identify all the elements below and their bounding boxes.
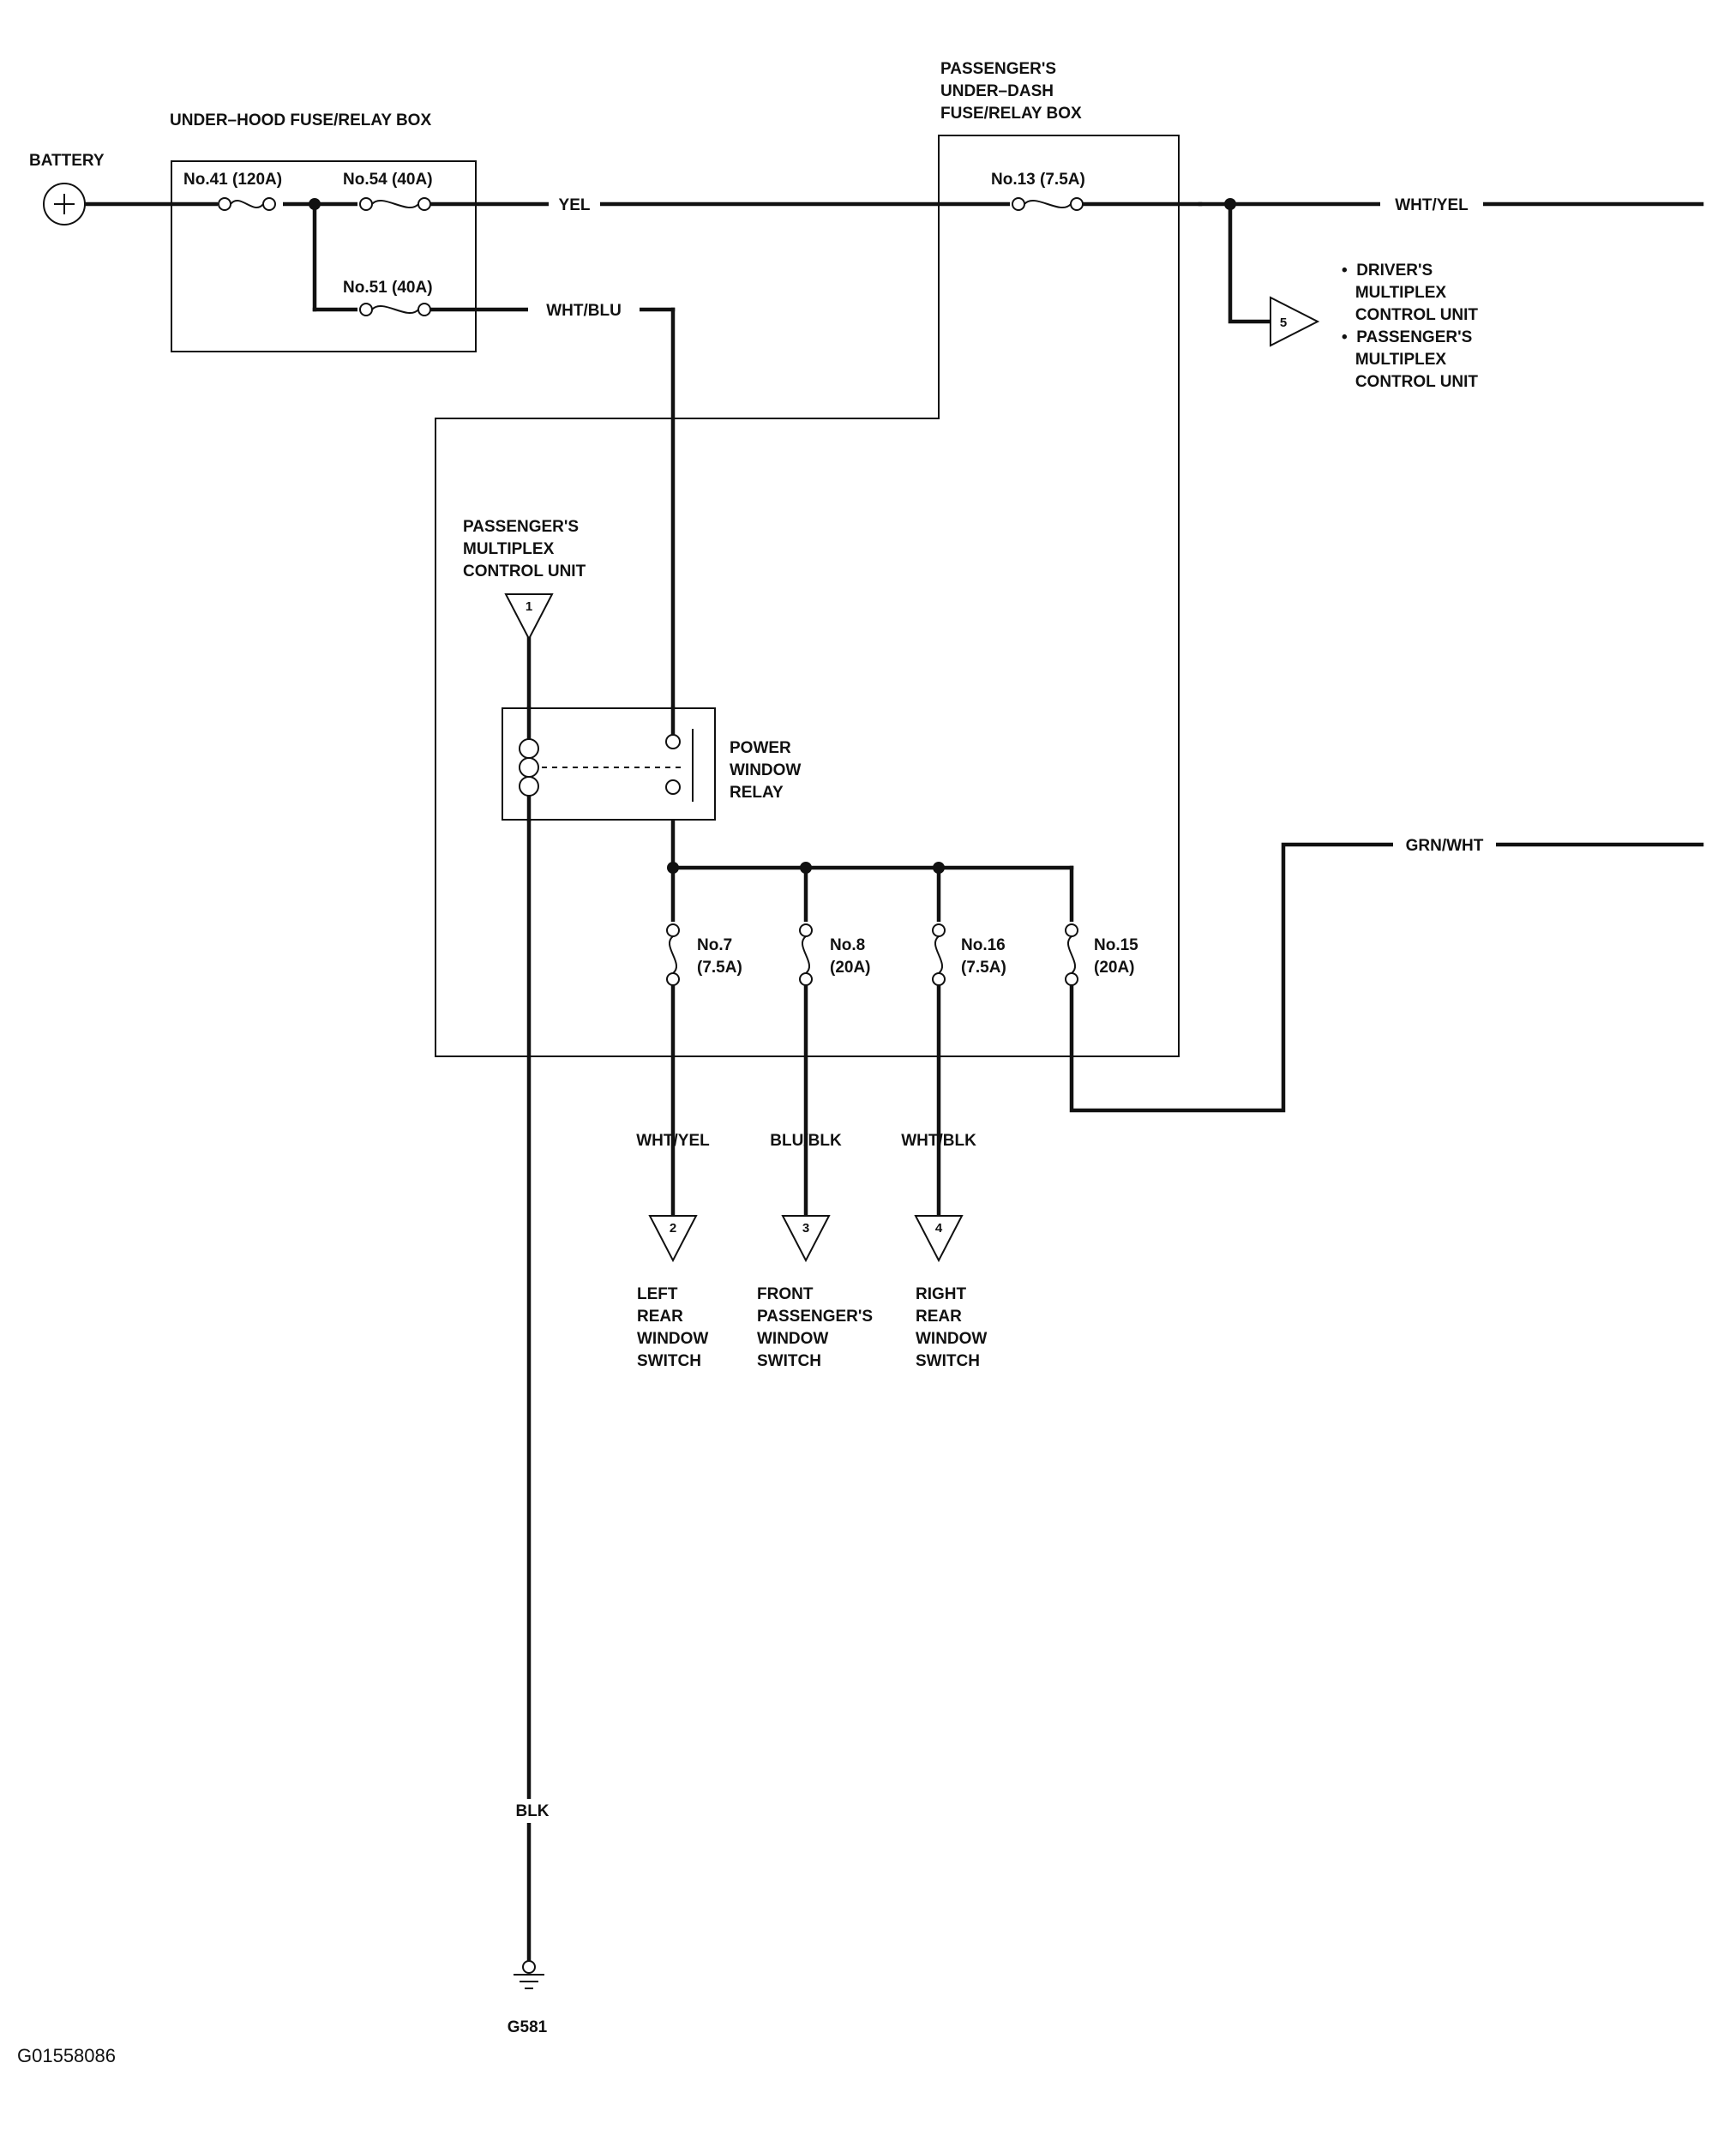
fuse-54-symbol [357, 194, 431, 214]
wire-label-yel: YEL [559, 196, 591, 214]
wire-label-wht-yel-top: WHT/YEL [1395, 196, 1469, 214]
connector-2-number: 2 [670, 1221, 676, 1236]
junction-dot [933, 862, 945, 874]
fuse-41-label: No.41 (120A) [183, 171, 282, 189]
wire-branch-5 [1228, 201, 1273, 324]
connector-1-label: PASSENGER'S MULTIPLEX CONTROL UNIT [463, 518, 586, 580]
junction-dot [309, 198, 321, 210]
connector-5-number: 5 [1280, 316, 1287, 330]
fuse-7-symbol [663, 922, 683, 986]
fuse-16-label: No.16 (7.5A) [961, 936, 1010, 977]
figure-id: G01558086 [17, 2045, 116, 2066]
fuse-51-label: No.51 (40A) [343, 279, 433, 297]
underhood-box-title: UNDER–HOOD FUSE/RELAY BOX [170, 111, 431, 129]
fuse-41-symbol [218, 194, 283, 214]
fuse-8-symbol [796, 922, 816, 986]
connector-1-number: 1 [526, 599, 532, 614]
connector-3: 3 [781, 1215, 831, 1263]
battery-symbol [43, 183, 86, 226]
connector-4-label: RIGHT REAR WINDOW SWITCH [916, 1285, 992, 1370]
ground-symbol [514, 1960, 544, 1989]
junction-dot [800, 862, 812, 874]
fuse-51-symbol [357, 299, 431, 320]
wire-label-wht-blu: WHT/BLU [546, 302, 622, 320]
connector-1: 1 [504, 593, 554, 641]
connector-5-label: • DRIVER'S MULTIPLEX CONTROL UNIT • PASS… [1342, 262, 1500, 391]
connector-5: 5 [1270, 296, 1320, 347]
connector-2: 2 [648, 1215, 698, 1263]
ground-label: G581 [508, 2018, 548, 2036]
fuse-16-symbol [928, 922, 949, 986]
wire-label-grn-wht: GRN/WHT [1406, 837, 1484, 855]
fuse-15-symbol [1061, 922, 1082, 986]
fuse-8-label: No.8 (20A) [830, 936, 871, 977]
underdash-fuse-relay-box [435, 135, 1180, 1057]
battery-label: BATTERY [29, 152, 105, 170]
wire-label-wht-blk: WHT/BLK [901, 1132, 976, 1150]
fuse-54-label: No.54 (40A) [343, 171, 433, 189]
connector-4-number: 4 [935, 1221, 943, 1236]
connector-2-label: LEFT REAR WINDOW SWITCH [637, 1285, 713, 1370]
fuse-7-label: No.7 (7.5A) [697, 936, 742, 977]
wire-label-blk: BLK [515, 1802, 549, 1820]
connector-3-number: 3 [802, 1221, 809, 1236]
underhood-fuse-relay-box [171, 160, 477, 352]
junction-dot [667, 862, 679, 874]
connector-3-label: FRONT PASSENGER'S WINDOW SWITCH [757, 1285, 877, 1370]
wire-label-blu-blk: BLU/BLK [770, 1132, 842, 1150]
wire-branch-15-grn-wht [1069, 842, 1704, 1113]
underdash-box-title: PASSENGER'S UNDER–DASH FUSE/RELAY BOX [940, 60, 1082, 123]
junction-dot [1224, 198, 1236, 210]
fuse-13-label: No.13 (7.5A) [991, 171, 1085, 189]
fuse-15-label: No.15 (20A) [1094, 936, 1143, 977]
relay-label: POWER WINDOW RELAY [730, 739, 806, 802]
fuse-13-symbol [1010, 194, 1084, 214]
power-window-relay [502, 706, 716, 822]
wire-label-wht-yel: WHT/YEL [636, 1132, 710, 1150]
connector-4: 4 [914, 1215, 964, 1263]
